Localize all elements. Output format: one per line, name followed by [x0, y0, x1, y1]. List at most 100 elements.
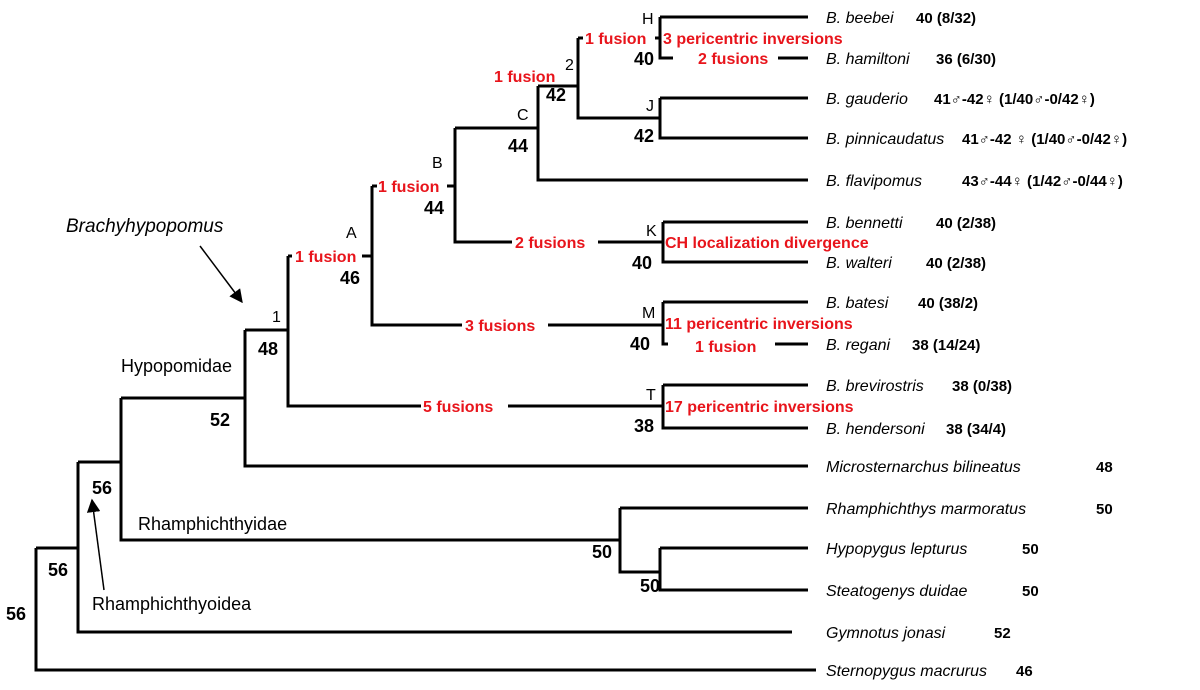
branch-node-c: [536, 86, 808, 182]
taxon-count: 38 (34/4): [946, 421, 1006, 438]
taxon-count: 48: [1096, 459, 1113, 476]
branch-rhamphichthyoidea: [76, 462, 792, 634]
node-numbers: 40 42 42 44 44 46 40 40 38 48 52 56 56 5…: [6, 49, 660, 624]
node-number: 50: [640, 576, 660, 596]
node-number: 50: [592, 542, 612, 562]
branch-node-a: [370, 186, 462, 327]
branch-node-h: [658, 17, 673, 60]
taxon-name: B. bennetti: [826, 215, 903, 232]
node-number: 40: [634, 49, 654, 69]
taxon-count: 43♂-44♀ (1/42♂-0/44♀): [962, 173, 1123, 190]
event-label: 2 fusions: [698, 51, 768, 68]
event-label: 1 fusion: [585, 31, 646, 48]
taxon-count: 40 (8/32): [916, 10, 976, 27]
event-label: 1 fusion: [378, 179, 439, 196]
taxon-name: B. brevirostris: [826, 378, 924, 395]
taxon-name: B. gauderio: [826, 91, 908, 108]
taxon-count: 41♂-42 ♀ (1/40♂-0/42♀): [962, 131, 1127, 148]
branch-hypopygus-steatogenys: [658, 548, 808, 592]
node-label: M: [642, 305, 655, 322]
taxon-name: B. hamiltoni: [826, 51, 910, 68]
node-label: H: [642, 11, 654, 28]
node-number: 52: [210, 410, 230, 430]
tree-branches: [34, 15, 816, 672]
node-number: 46: [340, 268, 360, 288]
taxon-count: 50: [1022, 583, 1039, 600]
event-label: 17 pericentric inversions: [665, 399, 854, 416]
event-label: CH localization divergence: [665, 235, 869, 252]
node-label: T: [646, 387, 656, 404]
node-number: 48: [258, 339, 278, 359]
node-number: 40: [630, 334, 650, 354]
branch-node-j: [658, 98, 808, 140]
superfamily-label-rhamphichthyoidea: Rhamphichthyoidea: [92, 594, 252, 614]
branch-root: [34, 548, 816, 672]
taxon-count: 40 (2/38): [936, 215, 996, 232]
branch-node-2: [576, 38, 660, 120]
genus-label: Brachyhypopomus: [66, 216, 224, 237]
branch-hypopomidae: [243, 330, 808, 468]
taxon-count: 50: [1096, 501, 1113, 518]
node-number: 56: [48, 560, 68, 580]
taxon-name: B. beebei: [826, 10, 894, 27]
taxon-count: 38 (0/38): [952, 378, 1012, 395]
branch-family-split: [119, 398, 620, 542]
event-label: 3 fusions: [465, 318, 535, 335]
taxon-name: B. flavipomus: [826, 173, 922, 190]
branch-node-m: [661, 302, 668, 346]
node-label: K: [646, 223, 657, 240]
taxon-name: Steatogenys duidae: [826, 583, 968, 600]
taxon-count: 50: [1022, 541, 1039, 558]
taxon-count: 36 (6/30): [936, 51, 996, 68]
event-label: 5 fusions: [423, 399, 493, 416]
taxon-name: Rhamphichthys marmoratus: [826, 501, 1026, 518]
node-number: 56: [92, 478, 112, 498]
node-number: 42: [546, 85, 566, 105]
branch-node-k: [661, 222, 808, 264]
taxon-count: 40 (38/2): [918, 295, 978, 312]
chromosomal-events: 1 fusion 3 pericentric inversions 2 fusi…: [295, 31, 869, 416]
taxon-count: 41♂-42♀ (1/40♂-0/42♀): [934, 91, 1095, 108]
taxon-name: Gymnotus jonasi: [826, 625, 946, 642]
taxon-name: B. hendersoni: [826, 421, 925, 438]
taxon-name: B. batesi: [826, 295, 889, 312]
taxon-name: B. pinnicaudatus: [826, 131, 944, 148]
node-label: C: [517, 107, 529, 124]
branch-node-t: [661, 385, 808, 430]
taxon-count: 52: [994, 625, 1011, 642]
clade-labels: Brachyhypopomus Hypopomidae Rhamphichthy…: [66, 216, 287, 614]
event-label: 1 fusion: [295, 249, 356, 266]
branch-node-1: [286, 256, 421, 408]
event-label: 1 fusion: [695, 339, 756, 356]
node-label: 2: [565, 57, 574, 74]
node-number: 44: [424, 198, 444, 218]
branch-rhamphichthyidae: [618, 508, 660, 574]
node-label: 1: [272, 309, 281, 326]
taxon-name: B. regani: [826, 337, 890, 354]
node-label: J: [646, 98, 654, 115]
superfamily-arrow: [86, 498, 105, 591]
node-labels: H 2 J C B A K M T 1: [272, 11, 657, 404]
taxon-name: Hypopygus lepturus: [826, 541, 967, 558]
taxon-name: Sternopygus macrurus: [826, 663, 987, 680]
genus-arrow: [199, 245, 243, 304]
taxon-count: 38 (14/24): [912, 337, 980, 354]
branch-node-b: [453, 128, 512, 244]
taxon-name: Microsternarchus bilineatus: [826, 459, 1021, 476]
event-label: 3 pericentric inversions: [663, 31, 843, 48]
node-number: 40: [632, 253, 652, 273]
node-label: A: [346, 225, 357, 242]
node-number: 38: [634, 416, 654, 436]
node-number: 42: [634, 126, 654, 146]
taxa: B. beebei 40 (8/32) B. hamiltoni 36 (6/3…: [826, 10, 1127, 680]
node-label: B: [432, 155, 443, 172]
node-number: 56: [6, 604, 26, 624]
event-label: 11 pericentric inversions: [665, 316, 853, 333]
taxon-count: 46: [1016, 663, 1033, 680]
family-label-hypopomidae: Hypopomidae: [121, 356, 232, 376]
event-label: 2 fusions: [515, 235, 585, 252]
event-label: 1 fusion: [494, 69, 555, 86]
node-number: 44: [508, 136, 528, 156]
family-label-rhamphichthyidae: Rhamphichthyidae: [138, 514, 287, 534]
